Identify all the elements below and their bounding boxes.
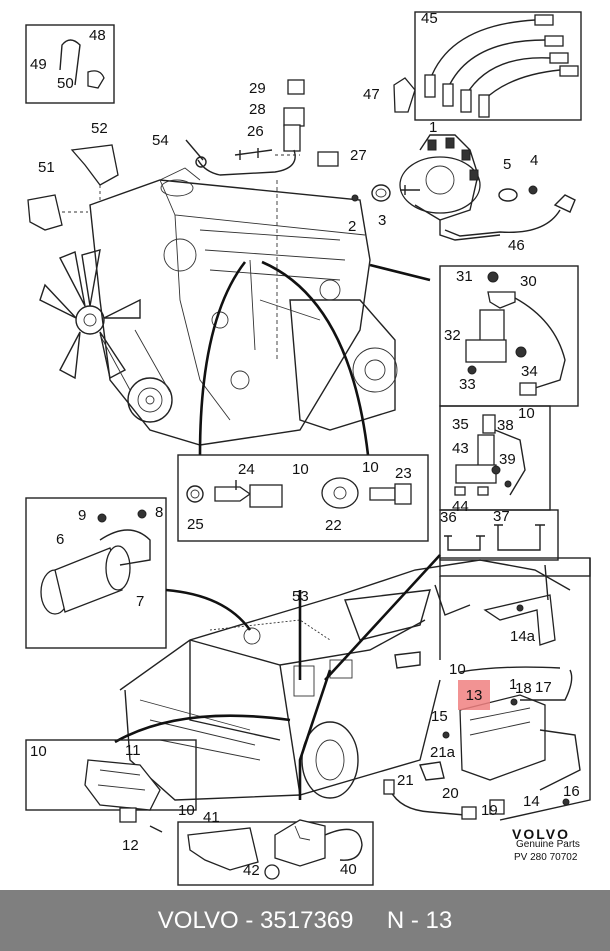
label-27: 27 bbox=[350, 147, 367, 164]
position-sensor bbox=[454, 414, 526, 496]
knock-sensor bbox=[321, 477, 412, 509]
label-14: 14 bbox=[523, 793, 540, 810]
footer-position: N - 13 bbox=[386, 906, 453, 934]
label-31: 31 bbox=[456, 268, 473, 285]
relay-bracket-14a bbox=[483, 564, 556, 646]
footer-separator: - bbox=[238, 906, 261, 934]
label-10-a: 10 bbox=[518, 405, 535, 422]
footer-gap bbox=[353, 907, 386, 935]
label-48: 48 bbox=[89, 27, 106, 44]
label-50: 50 bbox=[57, 75, 74, 92]
label-21: 21 bbox=[397, 772, 414, 789]
label-22: 22 bbox=[325, 517, 342, 534]
fan-and-pulley bbox=[39, 249, 173, 423]
label-19: 19 bbox=[481, 802, 498, 819]
label-4: 4 bbox=[530, 152, 539, 169]
parts-diagram: 48 49 50 52 51 54 29 28 26 27 45 47 1 5 … bbox=[25, 10, 591, 886]
part-info-bar: VOLVO - 3517369 N - 13 bbox=[0, 890, 610, 951]
label-10-c: 10 bbox=[362, 459, 379, 476]
label-9: 9 bbox=[78, 507, 87, 524]
label-41: 41 bbox=[203, 809, 220, 826]
bracket-42 bbox=[187, 827, 280, 880]
label-15: 15 bbox=[431, 708, 448, 725]
label-42: 42 bbox=[243, 862, 260, 879]
bracket-51 bbox=[27, 194, 63, 231]
bracket-52 bbox=[70, 144, 119, 186]
label-10-f: 10 bbox=[178, 802, 195, 819]
label-1-b: 1 bbox=[509, 676, 518, 693]
label-2: 2 bbox=[348, 218, 357, 235]
label-52: 52 bbox=[91, 120, 108, 137]
label-10-e: 10 bbox=[30, 743, 47, 760]
genuine-parts-text: Genuine Parts bbox=[516, 839, 580, 850]
label-51: 51 bbox=[38, 159, 55, 176]
label-7: 7 bbox=[136, 593, 145, 610]
label-49: 49 bbox=[30, 56, 47, 73]
label-54: 54 bbox=[152, 132, 169, 149]
label-28: 28 bbox=[249, 101, 266, 118]
label-29: 29 bbox=[249, 80, 266, 97]
control-unit-40 bbox=[274, 819, 363, 867]
crank-sensor bbox=[465, 271, 566, 396]
label-24: 24 bbox=[238, 461, 255, 478]
label-20: 20 bbox=[442, 785, 459, 802]
sensor-lead bbox=[444, 185, 576, 237]
label-16: 16 bbox=[563, 783, 580, 800]
label-30: 30 bbox=[520, 273, 537, 290]
label-1: 1 bbox=[429, 119, 438, 136]
label-36: 36 bbox=[440, 509, 457, 526]
lead-holder bbox=[393, 77, 416, 113]
label-18: 18 bbox=[515, 680, 532, 697]
plate-number: PV 280 70702 bbox=[514, 852, 578, 863]
car-body bbox=[119, 559, 571, 801]
label-6: 6 bbox=[56, 531, 65, 548]
label-46: 46 bbox=[508, 237, 525, 254]
label-25: 25 bbox=[187, 516, 204, 533]
ignition-leads bbox=[414, 11, 582, 121]
label-11: 11 bbox=[125, 742, 141, 759]
label-40: 40 bbox=[340, 861, 357, 878]
label-14a: 14a bbox=[510, 628, 536, 645]
footer-part-number: 3517369 bbox=[260, 906, 354, 934]
label-8: 8 bbox=[155, 504, 164, 521]
label-39: 39 bbox=[499, 451, 516, 468]
label-32: 32 bbox=[444, 327, 461, 344]
label-34: 34 bbox=[521, 363, 538, 380]
label-17: 17 bbox=[535, 679, 552, 696]
ecu-13 bbox=[442, 666, 581, 815]
label-12: 12 bbox=[122, 837, 139, 854]
temp-sensor bbox=[186, 480, 283, 508]
label-3: 3 bbox=[378, 212, 387, 229]
label-38: 38 bbox=[497, 417, 514, 434]
label-35: 35 bbox=[452, 416, 469, 433]
ignition-module-11 bbox=[84, 759, 161, 823]
label-33: 33 bbox=[459, 376, 476, 393]
sensor-harness bbox=[185, 79, 339, 360]
highlighted-part-marker bbox=[458, 680, 490, 710]
label-23: 23 bbox=[395, 465, 412, 482]
label-37: 37 bbox=[493, 508, 510, 525]
volvo-logo-text: VOLVO bbox=[512, 826, 570, 842]
label-10-d: 10 bbox=[449, 661, 466, 678]
label-13-highlighted: 13 bbox=[465, 687, 483, 704]
label-21a: 21a bbox=[430, 744, 456, 761]
harness-20-21 bbox=[383, 761, 477, 820]
footer-brand: VOLVO bbox=[157, 906, 239, 934]
label-45: 45 bbox=[421, 10, 438, 27]
fuel-pump bbox=[40, 509, 151, 615]
label-26: 26 bbox=[247, 123, 264, 140]
label-10-b: 10 bbox=[292, 461, 309, 478]
label-47: 47 bbox=[363, 86, 380, 103]
distributor bbox=[351, 134, 501, 241]
label-5: 5 bbox=[503, 156, 512, 173]
label-43: 43 bbox=[452, 440, 469, 457]
label-44: 44 bbox=[452, 498, 469, 515]
label-53: 53 bbox=[292, 588, 309, 605]
exploded-view-drawing bbox=[25, 11, 591, 886]
engine-block bbox=[89, 167, 398, 446]
